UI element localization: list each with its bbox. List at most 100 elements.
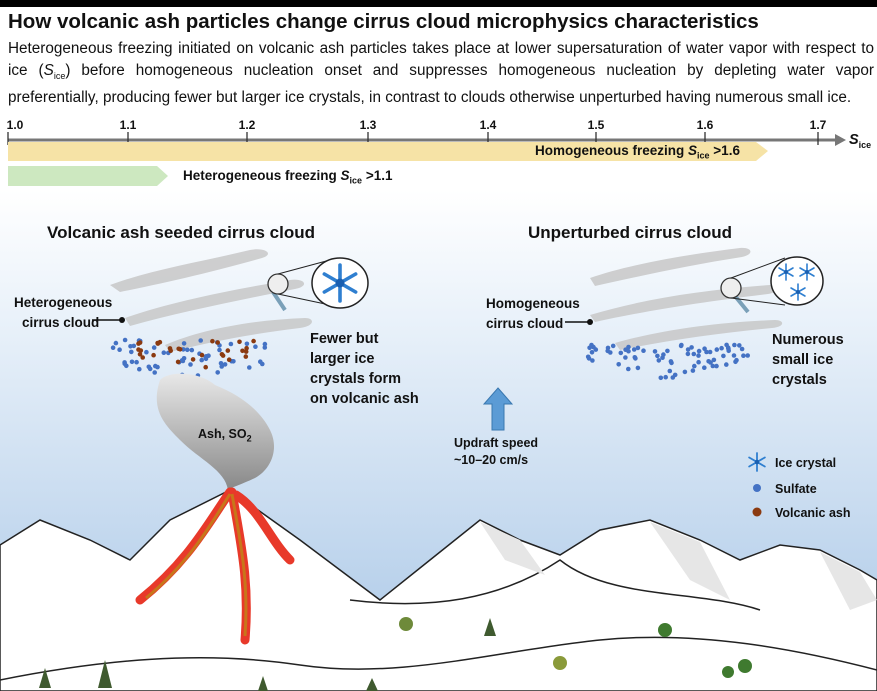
particle	[692, 363, 697, 369]
figure-description: Heterogeneous freezing initiated on volc…	[8, 38, 874, 109]
particle	[228, 341, 234, 347]
particle	[711, 357, 717, 363]
particle	[247, 365, 252, 370]
particle	[199, 357, 204, 363]
particle	[608, 350, 613, 355]
particle	[724, 362, 729, 367]
particle	[623, 347, 628, 353]
tick-label: 1.6	[696, 118, 714, 132]
note-line: crystals	[772, 372, 827, 388]
label-line: Homogeneous	[486, 296, 580, 311]
particle	[188, 362, 193, 367]
particle	[262, 341, 268, 347]
particle	[689, 345, 694, 350]
cirrus-cloud-left	[110, 249, 312, 352]
particle	[685, 347, 691, 352]
homogeneous-freezing-label: Homogeneous freezing Sice >1.6	[535, 141, 740, 166]
particle	[198, 338, 203, 343]
right-heading: Unperturbed cirrus cloud	[528, 223, 733, 242]
particle	[122, 337, 128, 343]
particle	[243, 354, 249, 359]
desc-part: Heterogeneous freezing initiated on volc…	[8, 40, 874, 79]
particle	[151, 345, 157, 350]
particle	[721, 353, 726, 359]
particle	[731, 353, 737, 358]
mountains	[0, 489, 877, 691]
particle	[129, 359, 135, 365]
particle	[237, 339, 242, 345]
tick-label: 1.0	[6, 118, 24, 132]
particle	[131, 343, 137, 349]
particle	[240, 348, 245, 354]
particle	[176, 346, 181, 352]
particle	[181, 341, 187, 346]
top-border	[0, 0, 877, 7]
particle	[134, 359, 139, 365]
legend-label-sulfate: Sulfate	[775, 482, 817, 496]
particle	[714, 347, 720, 352]
bar-threshold: >1.6	[709, 143, 740, 158]
particle	[138, 348, 144, 353]
particle	[185, 347, 190, 353]
tick-label: 1.2	[238, 118, 256, 132]
particle	[137, 366, 142, 372]
particle	[140, 355, 145, 360]
trees	[39, 617, 752, 691]
particle	[623, 355, 628, 360]
heterogeneous-freezing-bar	[8, 166, 168, 186]
particle	[168, 348, 173, 354]
particle	[632, 355, 638, 360]
magnifier-right	[720, 256, 824, 314]
particle	[189, 347, 195, 353]
particle	[226, 357, 232, 363]
bar-threshold: >1.1	[362, 168, 393, 183]
axis-label-s: S	[849, 132, 859, 148]
particle	[586, 356, 592, 361]
particle	[589, 342, 594, 348]
bar-sub: ice	[349, 175, 363, 186]
updraft-line: Updraft speed	[454, 436, 539, 450]
desc-sub: ice	[53, 71, 66, 82]
particle	[661, 352, 666, 357]
particle	[146, 364, 152, 370]
tick-label: 1.7	[809, 118, 827, 132]
particle	[251, 338, 256, 344]
particle	[262, 345, 268, 350]
particle	[710, 363, 716, 369]
particle	[144, 349, 149, 355]
label-line: cirrus cloud	[22, 315, 100, 330]
particle	[151, 352, 156, 358]
particle	[635, 365, 641, 371]
particle	[685, 351, 691, 357]
magnifier-left	[267, 257, 369, 312]
particle	[618, 350, 624, 356]
note-line: Fewer but	[310, 331, 379, 347]
tick-label: 1.3	[359, 118, 377, 132]
particle	[708, 360, 713, 365]
particle	[668, 359, 674, 364]
note-line: larger ice	[310, 351, 375, 367]
note-line: crystals form	[310, 371, 402, 387]
particle	[219, 364, 224, 369]
particle	[175, 359, 181, 365]
updraft-label: Updraft speed~10–20 cm/s	[454, 435, 538, 469]
particle	[124, 363, 129, 369]
particle	[670, 375, 676, 380]
particle	[702, 365, 707, 371]
tick-label: 1.5	[587, 118, 605, 132]
particle	[605, 345, 611, 351]
particle	[745, 353, 750, 358]
particle	[733, 359, 738, 365]
particle	[707, 349, 713, 355]
tick-label: 1.4	[479, 118, 497, 132]
plume-text: Ash, SO	[198, 427, 247, 441]
particle	[714, 363, 719, 369]
bar-text: Heterogeneous freezing	[183, 168, 341, 183]
particles-left	[110, 337, 268, 380]
particle	[181, 356, 187, 361]
particle	[616, 362, 621, 367]
particle	[137, 352, 143, 357]
